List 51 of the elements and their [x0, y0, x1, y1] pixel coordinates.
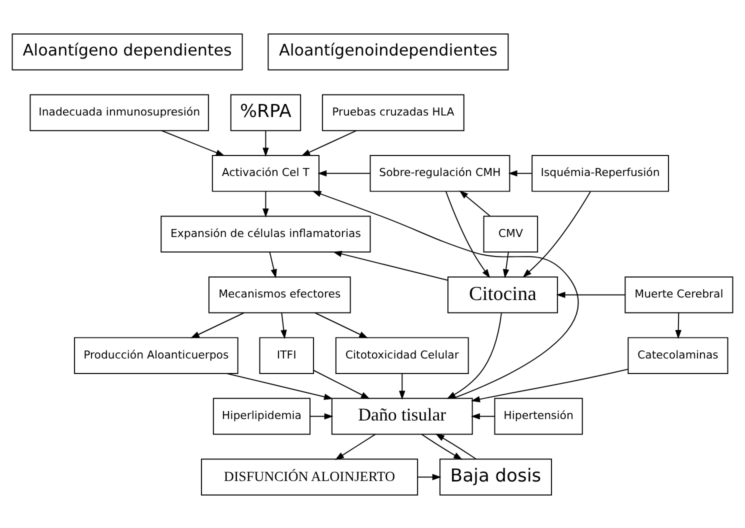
arrow [226, 372, 334, 400]
node-box: Sobre-regulación CMH [370, 154, 510, 192]
arrow [269, 251, 277, 278]
node-box: CMV [483, 215, 538, 252]
arrow [301, 130, 357, 156]
node-box: Aloantígenoindependientes [268, 32, 509, 70]
arrow [445, 190, 490, 278]
node-box: Hipertensión [494, 397, 583, 434]
arrow [332, 250, 448, 280]
node-box: Mecanismos efectores [208, 276, 351, 313]
node-box: Muerte Cerebral [624, 276, 734, 313]
node-box: Expansión de células inflamatorias [160, 215, 371, 252]
arrow [508, 170, 533, 176]
node-box: Citotoxicidad Celular [335, 336, 469, 374]
node-box: DISFUNCIÓN ALOINJERTO [200, 458, 418, 496]
node-box: Daño tisular [331, 397, 473, 434]
node-box: ITFI [259, 336, 314, 374]
node-box: Isquémia-Reperfusión [532, 154, 669, 192]
arrow [417, 473, 442, 480]
arrow [446, 312, 502, 399]
node-box: Baja dosis [439, 458, 552, 496]
arrow [471, 368, 629, 402]
arrow [556, 291, 626, 298]
arrow [314, 312, 368, 338]
node-box: Inadecuada inmunosupresión [30, 94, 209, 131]
arrow [310, 412, 334, 419]
arrow [262, 190, 269, 217]
arrow [398, 372, 406, 400]
node-box: Citocina [447, 276, 558, 313]
arrow [421, 433, 462, 460]
node-box: Catecolaminas [628, 336, 728, 374]
node-box: Pruebas cruzadas HLA [322, 94, 464, 131]
arrow [318, 170, 371, 176]
arrow [280, 312, 287, 338]
arrow [435, 433, 477, 460]
node-box: %RPA [230, 94, 302, 131]
arrow [312, 190, 579, 398]
node-box: Hiperlipidemia [212, 397, 311, 434]
arrow [470, 412, 496, 419]
arrow [334, 433, 376, 460]
arrow [161, 130, 225, 156]
node-box: Producción Aloanticuerpos [74, 336, 238, 374]
arrow [675, 312, 682, 338]
arrow [459, 190, 490, 216]
arrow [262, 130, 269, 156]
arrow [502, 251, 510, 278]
arrow [190, 312, 244, 338]
node-box: Activación Cel T [212, 154, 320, 192]
node-box: Aloantígeno dependientes [12, 32, 243, 70]
arrow [522, 190, 591, 278]
arrow [313, 369, 370, 398]
